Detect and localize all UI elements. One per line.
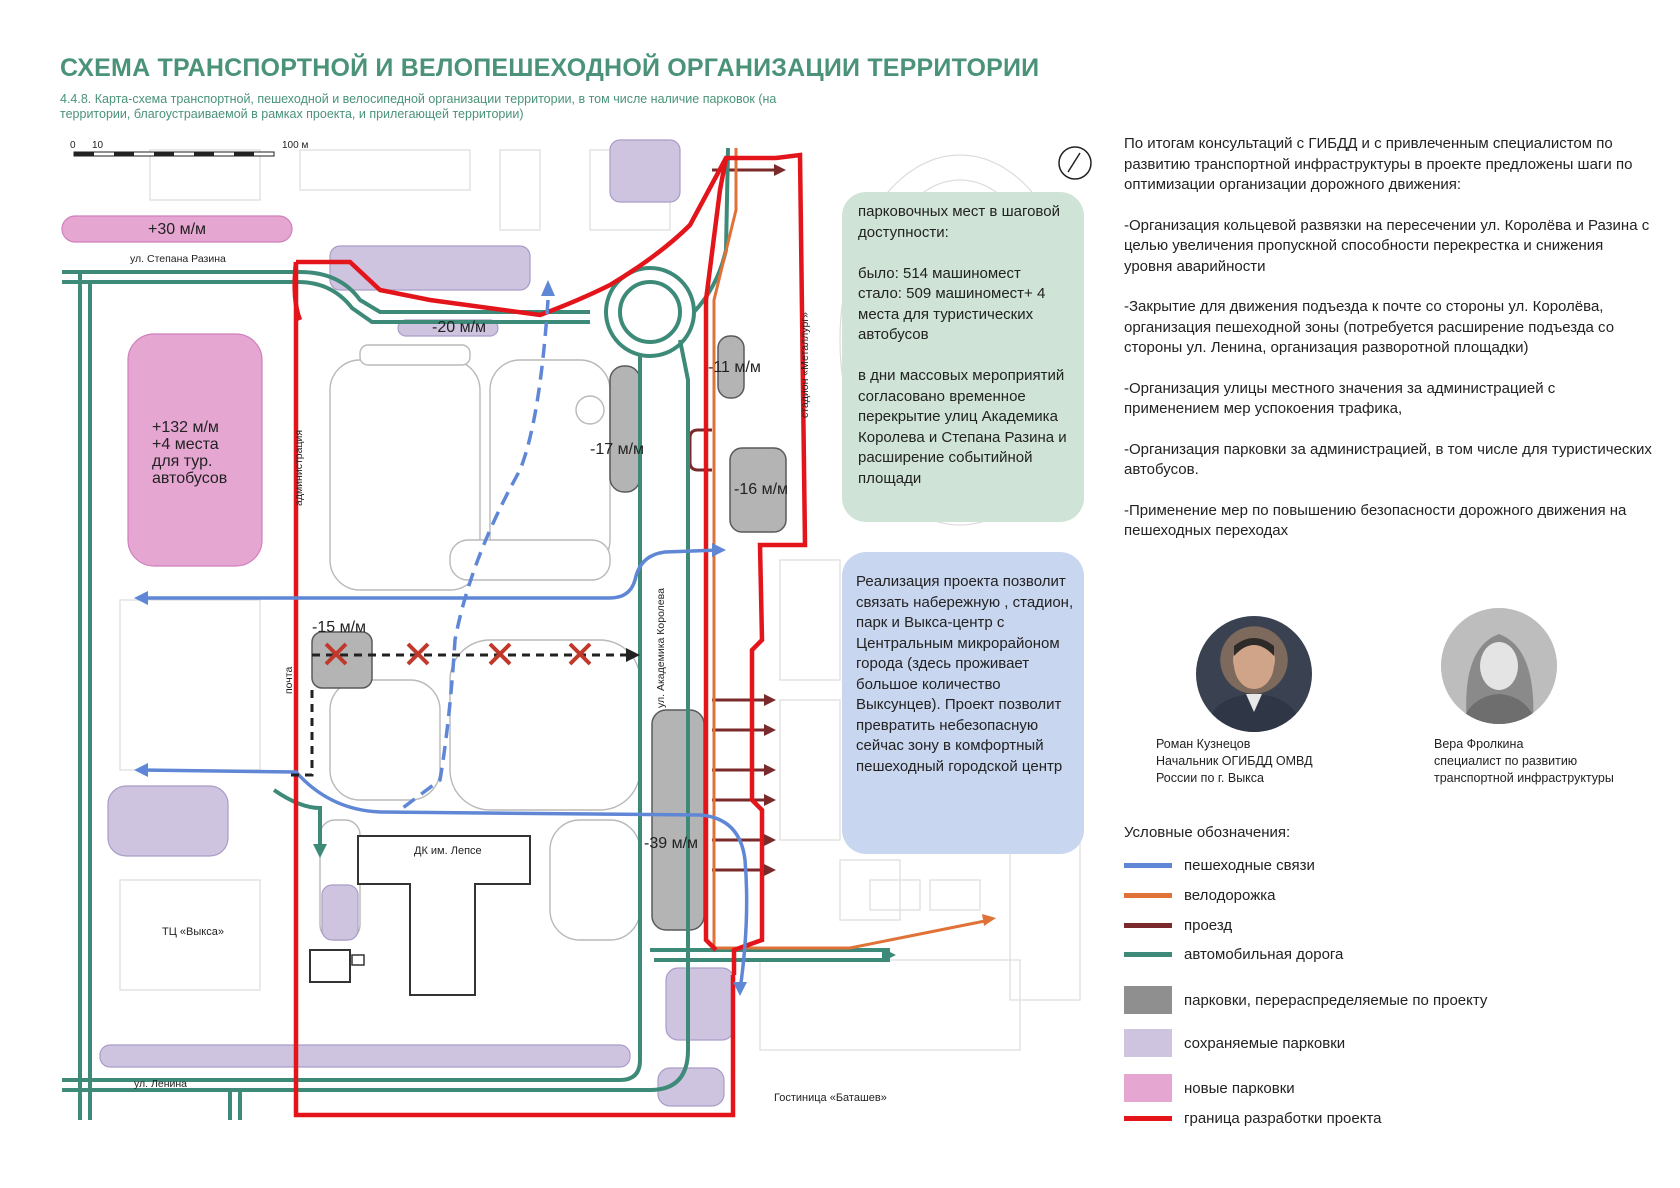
legend-item-boundary: граница разработки проекта <box>1124 1106 1382 1130</box>
parking-summary-box: парковочных мест в шаговой доступности: … <box>842 192 1084 522</box>
road-arrowheads <box>313 844 896 962</box>
parking-label-m20: -20 м/м <box>432 319 486 336</box>
project-boundary <box>292 152 808 1118</box>
person-photo-frolkina <box>1441 608 1557 724</box>
pedestrian-routes <box>139 299 749 991</box>
legend-swatch-new <box>1124 1074 1172 1102</box>
person-card-frolkina: Вера Фролкина специалист по развитию тра… <box>1434 736 1664 787</box>
legend-label-road: автомобильная дорога <box>1184 945 1344 963</box>
project-benefit-box: Реализация проекта позволит связать набе… <box>842 552 1084 854</box>
new-parkings <box>61 215 293 567</box>
street-label-koroleva: ул. Академика Королева <box>655 588 667 708</box>
notes-intro: По итогам консультаций с ГИБДД и с привл… <box>1124 135 1633 193</box>
small-building <box>309 949 351 983</box>
building-label-administration: администрация <box>293 430 305 506</box>
parking-label-p132-1: +132 м/м <box>152 419 219 436</box>
notes-item-post-closure: -Закрытие для движения подъезда к почте … <box>1124 298 1615 356</box>
scale-bar <box>73 151 275 157</box>
driveway-arrowheads <box>764 164 786 876</box>
person-photo-kuznetsov <box>1196 616 1312 732</box>
small-building-2 <box>351 954 365 966</box>
building-label-dk: ДК им. Лепсе <box>414 845 482 857</box>
pedestrian-arrowheads <box>134 280 747 996</box>
north-arrow-icon <box>1058 146 1092 180</box>
person-card-kuznetsov: Роман Кузнецов Начальник ОГИБДД ОМВД Рос… <box>1156 736 1386 787</box>
legend-swatch-driveway <box>1124 922 1172 928</box>
building-label-tc: ТЦ «Выкса» <box>162 926 224 938</box>
building-label-hotel: Гостиница «Баташев» <box>774 1092 887 1104</box>
legend-label-redistributed: парковки, перераспределяемые по проекту <box>1184 991 1488 1009</box>
notes-item-local-street: -Организация улицы местного значения за … <box>1124 379 1556 418</box>
legend-item-kept: сохраняемые парковки <box>1124 1028 1345 1058</box>
project-benefit-text: Реализация проекта позволит связать набе… <box>856 573 1074 775</box>
building-label-post: почта <box>283 667 295 694</box>
legend-item-new: новые парковки <box>1124 1073 1295 1103</box>
legend-swatch-pedestrian <box>1124 862 1172 868</box>
legend-swatch-bike <box>1124 892 1172 898</box>
legend-swatch-kept <box>1124 1029 1172 1057</box>
legend-label-kept: сохраняемые парковки <box>1184 1034 1346 1052</box>
parking-label-m17: -17 м/м <box>590 441 644 458</box>
legend-title: Условные обозначения: <box>1124 824 1291 841</box>
consultation-notes: По итогам консультаций с ГИБДД и с привл… <box>1124 134 1654 562</box>
site-map: 0 10 100 м +30 м/м +132 м/м +4 места для… <box>61 139 1092 1120</box>
legend-label-pedestrian: пешеходные связи <box>1184 856 1315 874</box>
legend-label-bike: велодорожка <box>1184 886 1276 904</box>
street-label-razina: ул. Степана Разина <box>130 253 226 265</box>
notes-item-parking: -Организация парковки за администрацией,… <box>1124 440 1652 479</box>
closure-arrowhead <box>626 648 640 662</box>
park-area <box>319 344 641 941</box>
roads <box>62 147 890 1120</box>
parking-label-p132-3: для тур. <box>152 453 212 470</box>
legend-label-new: новые парковки <box>1184 1079 1295 1097</box>
parking-label-m15: -15 м/м <box>312 619 366 636</box>
legend-item-pedestrian: пешеходные связи <box>1124 853 1315 877</box>
parking-label-p30: +30 м/м <box>148 221 206 238</box>
legend-label-driveway: проезд <box>1184 916 1233 934</box>
parking-label-m16: -16 м/м <box>734 481 788 498</box>
dk-building <box>357 835 531 996</box>
scale-label-hundred: 100 м <box>282 140 308 151</box>
scale-label-zero: 0 <box>70 140 76 151</box>
closed-road <box>290 653 630 777</box>
legend-swatch-boundary <box>1124 1115 1172 1121</box>
street-label-lenina: ул. Ленина <box>134 1078 187 1090</box>
kept-parkings <box>99 139 735 1107</box>
legend-item-road: автомобильная дорога <box>1124 942 1343 966</box>
page-title: СХЕМА ТРАНСПОРТНОЙ И ВЕЛОПЕШЕХОДНОЙ ОРГА… <box>60 54 1040 82</box>
legend-swatch-redistributed <box>1124 986 1172 1014</box>
parking-label-p132-2: +4 места <box>152 436 219 453</box>
parking-summary-text: парковочных мест в шаговой доступности: … <box>858 203 1067 487</box>
building-label-stadium: стадион «Металлург» <box>799 312 811 418</box>
bike-path <box>712 148 991 950</box>
bike-arrowhead <box>982 914 996 926</box>
notes-item-safety: -Применение мер по повышению безопасност… <box>1124 501 1627 540</box>
person-role-kuznetsov: Начальник ОГИБДД ОМВД России по г. Выкса <box>1156 754 1313 785</box>
parking-label-p132-4: автобусов <box>152 470 227 487</box>
person-name-kuznetsov: Роман Кузнецов <box>1156 737 1251 751</box>
legend-item-bike: велодорожка <box>1124 883 1275 907</box>
legend-item-redistributed: парковки, перераспределяемые по проекту <box>1124 985 1487 1015</box>
parking-label-m11: -11 м/м <box>708 359 761 376</box>
legend-label-boundary: граница разработки проекта <box>1184 1109 1382 1127</box>
legend-item-driveway: проезд <box>1124 913 1232 937</box>
person-role-frolkina: специалист по развитию транспортной инфр… <box>1434 754 1614 785</box>
person-name-frolkina: Вера Фролкина <box>1434 737 1524 751</box>
page-subtitle: 4.4.8. Карта-схема транспортной, пешеход… <box>60 92 777 121</box>
scale-label-ten: 10 <box>92 140 104 151</box>
legend-swatch-road <box>1124 951 1172 957</box>
parking-label-m39: -39 м/м <box>644 835 698 852</box>
closure-crosses <box>324 642 592 666</box>
notes-item-roundabout: -Организация кольцевой развязки на перес… <box>1124 216 1650 275</box>
